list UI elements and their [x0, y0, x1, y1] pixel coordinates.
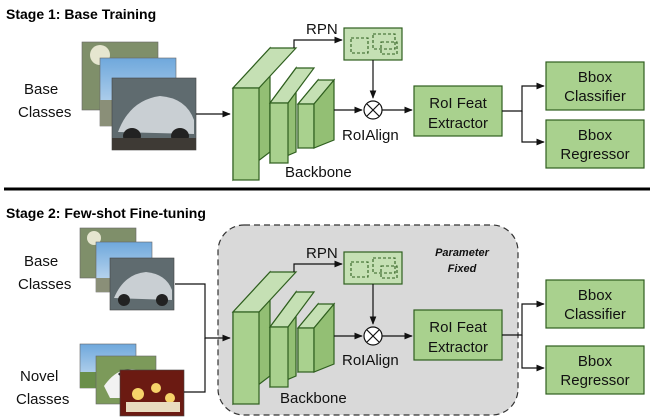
stage-2-regressor-line2: Regressor: [560, 372, 629, 389]
stage-1-base-label-line2: Classes: [18, 104, 71, 121]
stage-1-rpn-label: RPN: [306, 21, 338, 38]
stage-1-classifier-line1: Bbox: [578, 69, 613, 86]
stage-2-classifier-line2: Classifier: [564, 306, 626, 323]
stage-1-base-label-line1: Base: [24, 81, 58, 98]
stage-2-base-input-arrow: [175, 283, 231, 342]
stage-2-novel-label-line2: Classes: [16, 391, 69, 408]
stage-2-rpn-label: RPN: [306, 245, 338, 262]
stage-2-classifier-arrow: [502, 300, 545, 336]
parameter-fixed-line2: Fixed: [448, 263, 477, 275]
stage-1-backbone-label: Backbone: [285, 164, 352, 181]
stage-2-classifier-box: [545, 279, 645, 329]
stage-2-base-label-line1: Base: [24, 253, 58, 270]
stage-1-classifier-line2: Classifier: [564, 88, 626, 105]
stage-2-rpn-box: [343, 251, 403, 285]
stage-1-extractor-line1: RoI Feat: [429, 95, 487, 112]
stage-1-regressor-line1: Bbox: [578, 127, 613, 144]
stage-2-regressor-box: [545, 345, 645, 395]
stage-2-extractor-line2: Extractor: [428, 339, 488, 356]
stage-2-extractor-box: [413, 309, 503, 361]
stage-2-base-images: [79, 227, 175, 311]
stage-2-roialign-label: RoIAlign: [342, 352, 399, 369]
stage-2-regressor-arrow: [521, 335, 545, 372]
stage-1-base-images: [81, 41, 197, 151]
stage-2-backbone: [231, 270, 336, 406]
stage-1-regressor-arrow: [521, 111, 545, 146]
stage-2-classifier-line1: Bbox: [578, 287, 613, 304]
stage-2-novel-images: [79, 343, 185, 417]
stage-1-extractor-line2: Extractor: [428, 115, 488, 132]
stage-1-roialign-label: RoIAlign: [342, 127, 399, 144]
stage-2-title: Stage 2: Few-shot Fine-tuning: [6, 205, 206, 221]
stage-2: Stage 2: Few-shot Fine-tuning Parameter …: [6, 205, 645, 417]
stage-2-novel-label-line1: Novel: [20, 368, 58, 385]
stage-1-regressor-line2: Regressor: [560, 146, 629, 163]
stage-2-extractor-line1: RoI Feat: [429, 319, 487, 336]
stage-1-classifier-arrow: [502, 82, 545, 112]
stage-1-rpn-box: [343, 27, 403, 61]
stage-1-rpn-arrow: [293, 36, 343, 48]
stage-1-regressor-box: [545, 119, 645, 169]
stage-1: Stage 1: Base Training Base Classes: [6, 6, 645, 182]
stage-1-extractor-box: [413, 85, 503, 137]
stage-1-classifier-box: [545, 61, 645, 111]
stage-2-regressor-line1: Bbox: [578, 353, 613, 370]
parameter-fixed-line1: Parameter: [435, 247, 490, 259]
stage-2-base-label-line2: Classes: [18, 276, 71, 293]
stage-2-novel-input-arrow: [184, 338, 206, 393]
stage-2-roialign-node: [363, 326, 383, 346]
stage-2-backbone-label: Backbone: [280, 390, 347, 407]
stage-2-rpn-arrow: [293, 260, 343, 272]
stage-1-roialign-node: [363, 100, 383, 120]
stage-1-backbone: [231, 46, 336, 182]
stage-1-title: Stage 1: Base Training: [6, 6, 156, 22]
